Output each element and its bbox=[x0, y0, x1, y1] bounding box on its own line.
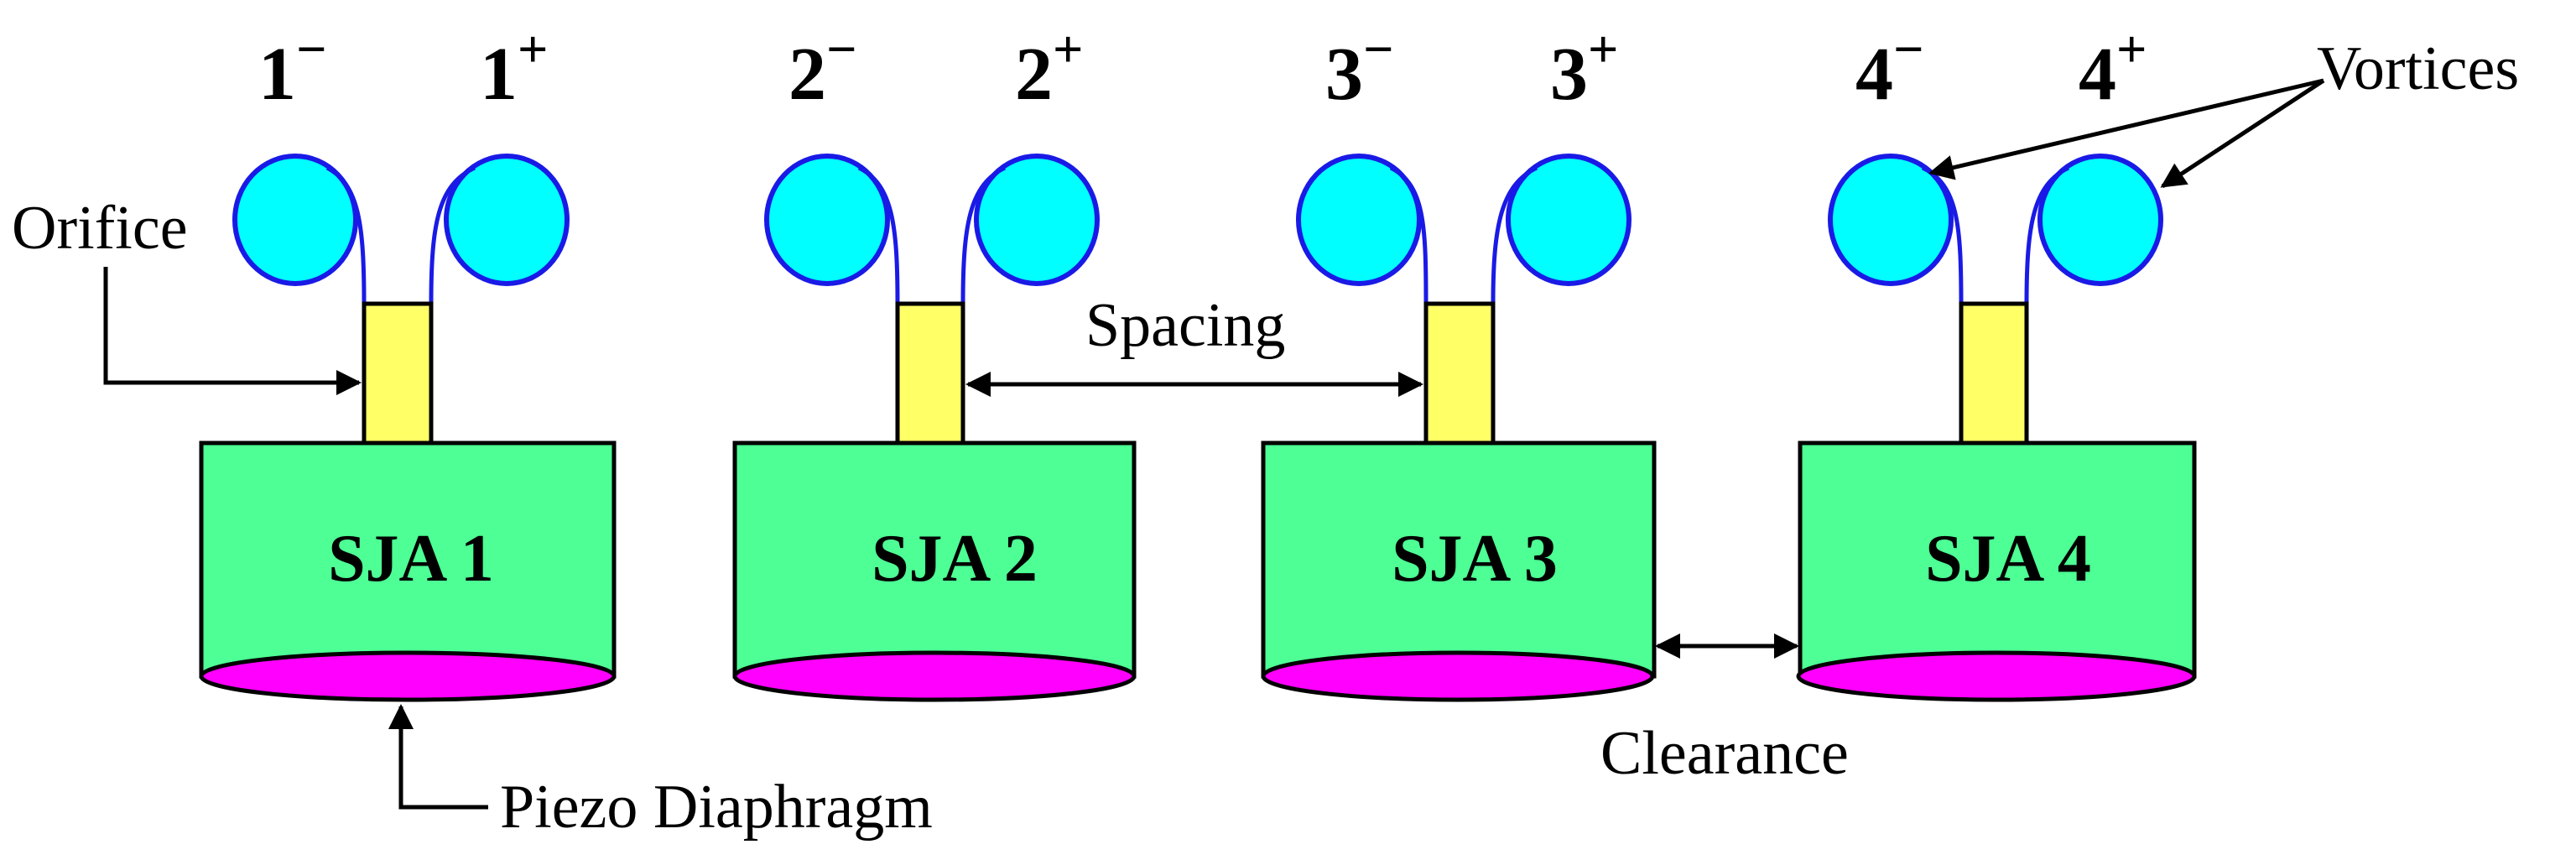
sja-4: 4− 4+ SJA 4 bbox=[1796, 19, 2197, 702]
jet-shear-line bbox=[325, 165, 367, 305]
jet-label-3-plus: 3+ bbox=[1550, 19, 1618, 116]
jet-label-4-minus: 4− bbox=[1855, 19, 1923, 116]
jet-label-2-minus: 2− bbox=[788, 19, 856, 116]
vortices-arrow-icon bbox=[1928, 78, 2324, 180]
piezo-diaphragm bbox=[1796, 650, 2197, 702]
sja-label: SJA 3 bbox=[1392, 522, 1558, 596]
jet-label-3-minus: 3− bbox=[1325, 19, 1393, 116]
clearance-label: Clearance bbox=[1600, 719, 1849, 788]
orifice-neck bbox=[362, 301, 434, 446]
vortices-label: Vortices bbox=[2317, 34, 2519, 103]
piezo-arrow-icon bbox=[388, 704, 488, 810]
vortex-icon bbox=[232, 154, 358, 286]
piezo-diaphragm-label: Piezo Diaphragm bbox=[500, 773, 933, 842]
sja-2: 2− 2+ SJA 2 bbox=[732, 19, 1137, 702]
orifice-label: Orifice bbox=[12, 194, 188, 263]
vortex-icon bbox=[1296, 154, 1422, 286]
jet-label-4-plus: 4+ bbox=[2079, 19, 2147, 116]
vortex-icon bbox=[444, 154, 570, 286]
vortex-icon bbox=[2037, 154, 2163, 286]
jet-label-1-plus: 1+ bbox=[480, 19, 548, 116]
vortex-icon bbox=[1506, 154, 1631, 286]
orifice-neck bbox=[1959, 301, 2029, 446]
sja-label: SJA 2 bbox=[872, 522, 1038, 596]
piezo-diaphragm bbox=[1261, 650, 1655, 702]
spacing-label: Spacing bbox=[1085, 291, 1285, 360]
jet-shear-line bbox=[1491, 165, 1538, 305]
orifice-arrow-icon bbox=[103, 267, 362, 395]
vortex-icon bbox=[974, 154, 1100, 286]
vortex-icon bbox=[1828, 154, 1954, 286]
sja-label: SJA 4 bbox=[1925, 522, 2091, 596]
jet-label-1-minus: 1− bbox=[258, 19, 326, 116]
sja-1: 1− 1+ SJA 1 bbox=[199, 19, 617, 702]
vortex-icon bbox=[764, 154, 890, 286]
sja-label: SJA 1 bbox=[328, 522, 494, 596]
cavity-body bbox=[199, 440, 617, 679]
piezo-diaphragm bbox=[732, 650, 1137, 702]
jet-shear-line bbox=[1389, 165, 1429, 305]
vortices-arrow-icon bbox=[2160, 78, 2325, 189]
orifice-neck bbox=[1423, 301, 1496, 446]
jet-shear-line bbox=[2024, 165, 2070, 305]
cavity-body bbox=[1261, 440, 1657, 679]
orifice-neck bbox=[895, 301, 965, 446]
jet-label-2-plus: 2+ bbox=[1015, 19, 1083, 116]
jet-shear-line bbox=[429, 165, 476, 305]
cavity-body bbox=[1798, 440, 2197, 679]
sja-3: 3− 3+ SJA 3 bbox=[1261, 19, 1657, 702]
jet-shear-line bbox=[960, 165, 1007, 305]
piezo-diaphragm bbox=[199, 650, 617, 702]
jet-shear-line bbox=[857, 165, 900, 305]
